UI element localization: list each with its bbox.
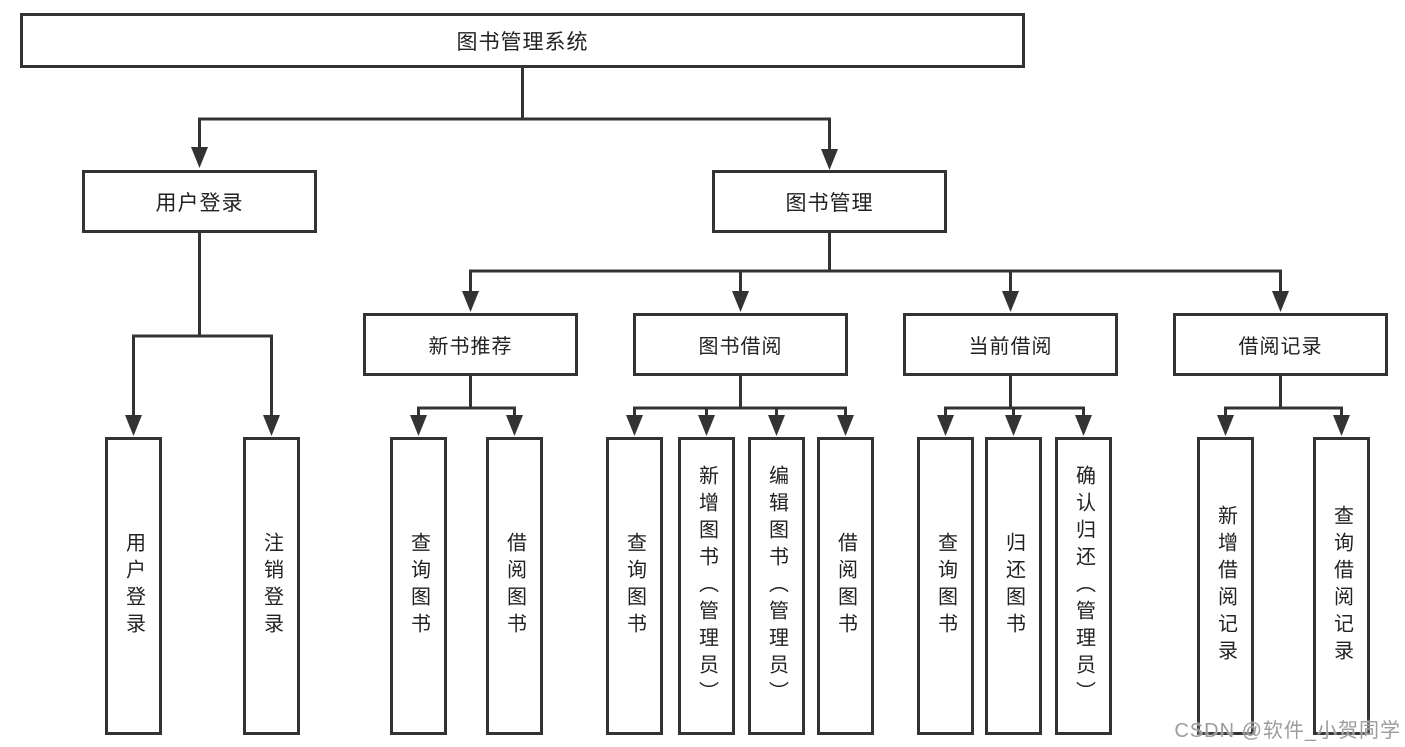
leaf-return-book: 归还图书	[985, 437, 1042, 735]
leaf-label: 新增图书（管理员）	[695, 464, 718, 708]
node-user-login-branch: 用户登录	[82, 170, 317, 233]
leaf-borrow-books-borrowing: 借阅图书	[817, 437, 874, 735]
node-book-borrowing: 图书借阅	[633, 313, 848, 376]
leaf-borrow-books-recommend: 借阅图书	[486, 437, 543, 735]
leaf-label: 借阅图书	[834, 532, 857, 640]
node-book-management-branch: 图书管理	[712, 170, 947, 233]
leaf-label: 注销登录	[260, 532, 283, 640]
leaf-label: 编辑图书（管理员）	[765, 464, 788, 708]
node-new-book-recommendation: 新书推荐	[363, 313, 578, 376]
leaf-user-login: 用户登录	[105, 437, 162, 735]
leaf-label: 归还图书	[1002, 532, 1025, 640]
leaf-logout: 注销登录	[243, 437, 300, 735]
leaf-label: 用户登录	[122, 532, 145, 640]
node-label: 借阅记录	[1238, 336, 1323, 358]
leaf-add-book-admin: 新增图书（管理员）	[678, 437, 735, 735]
leaf-query-books-borrowing: 查询图书	[606, 437, 663, 735]
leaf-label: 新增借阅记录	[1214, 505, 1237, 667]
leaf-edit-book-admin: 编辑图书（管理员）	[748, 437, 805, 735]
leaf-label: 确认归还（管理员）	[1072, 464, 1095, 708]
leaf-query-borrow-record: 查询借阅记录	[1313, 437, 1370, 735]
leaf-add-borrow-record: 新增借阅记录	[1197, 437, 1254, 735]
leaf-label: 查询图书	[407, 532, 430, 640]
node-label: 当前借阅	[968, 336, 1053, 358]
leaf-query-books-recommend: 查询图书	[390, 437, 447, 735]
leaf-confirm-return-admin: 确认归还（管理员）	[1055, 437, 1112, 735]
leaf-label: 查询图书	[934, 532, 957, 640]
leaf-label: 查询借阅记录	[1330, 505, 1353, 667]
node-label: 图书借阅	[698, 336, 783, 358]
node-label: 图书管理系统	[456, 30, 589, 54]
node-label: 用户登录	[155, 191, 244, 215]
node-label: 图书管理	[785, 191, 874, 215]
node-label: 新书推荐	[428, 336, 513, 358]
node-current-borrowing: 当前借阅	[903, 313, 1118, 376]
node-library-management-system: 图书管理系统	[20, 13, 1025, 68]
leaf-label: 借阅图书	[503, 532, 526, 640]
node-borrowing-records: 借阅记录	[1173, 313, 1388, 376]
leaf-query-books-current: 查询图书	[917, 437, 974, 735]
csdn-watermark: CSDN @软件_小贺同学	[1174, 720, 1401, 742]
leaf-label: 查询图书	[623, 532, 646, 640]
